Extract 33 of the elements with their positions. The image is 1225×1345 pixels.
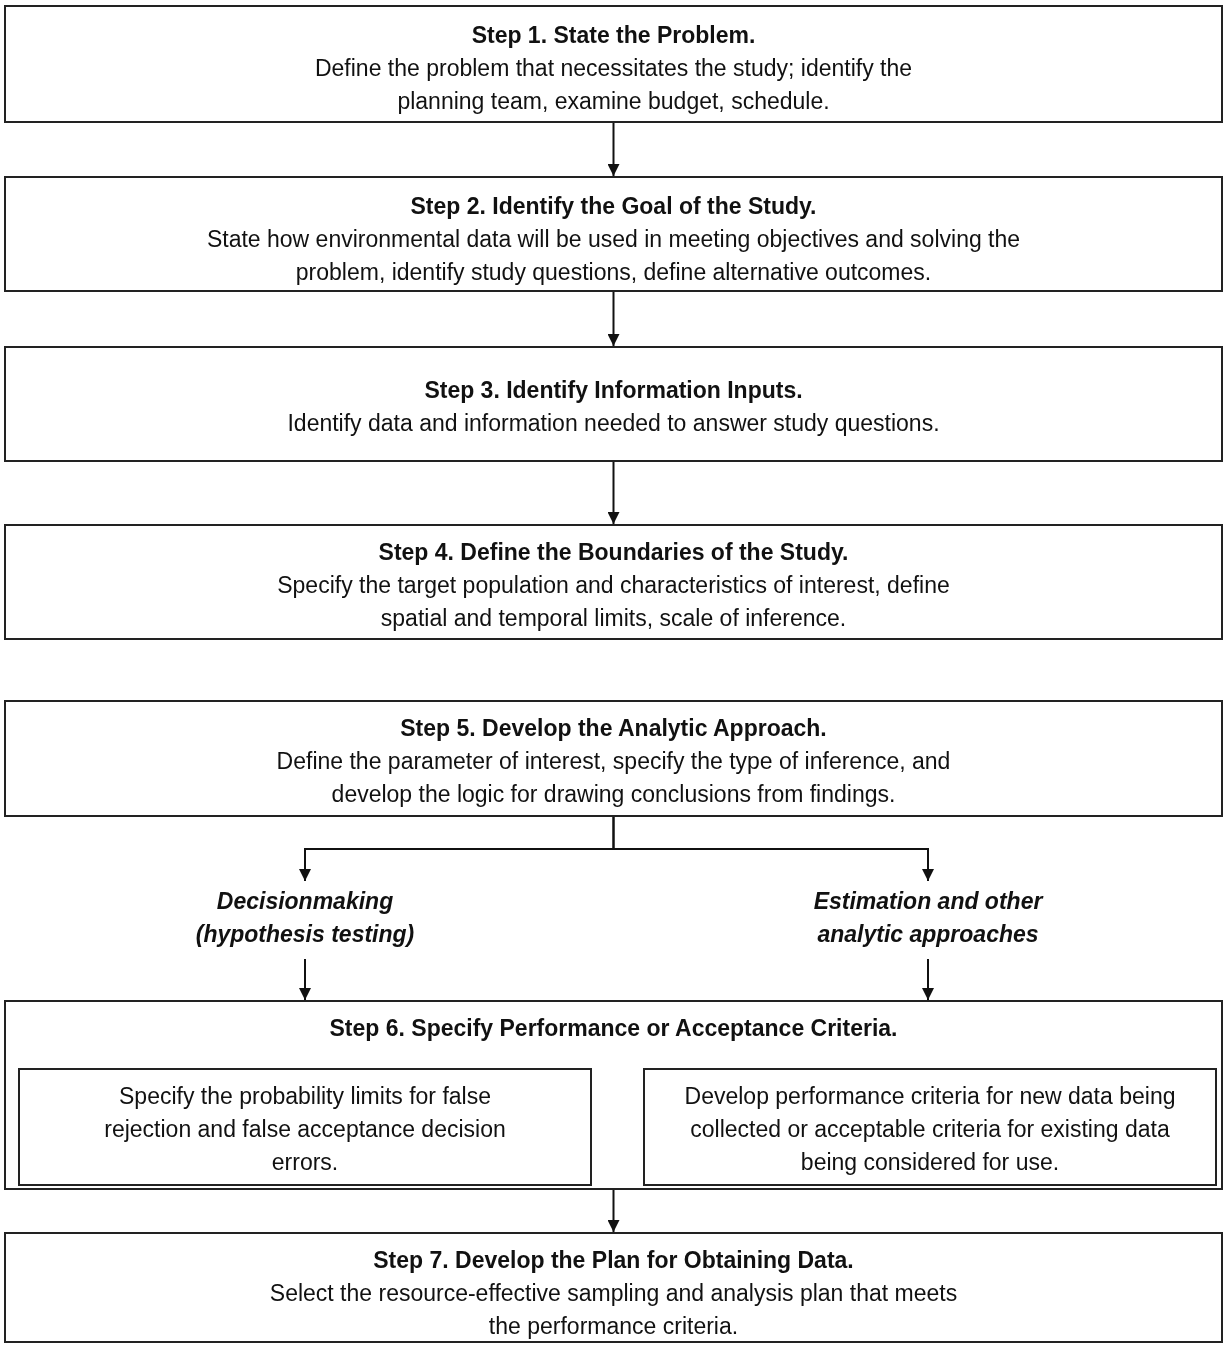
arrow (607, 1189, 620, 1233)
step-description: Define the problem that necessitates the study; identify the planning team, examine budget, schedule. (313, 54, 914, 116)
step-description: Specify the target population and characteristics of interest, define spatial and temporal limits, scale of inference. (276, 571, 951, 633)
step-description: Specify the probability limits for false rejection and false acceptance decision errors. (103, 1082, 507, 1177)
step-description: Select the resource-effective sampling and analysis plan that meets the performance criteria. (268, 1279, 959, 1341)
branch-label: Estimation and other analytic approaches (812, 887, 1045, 949)
step-heading: Step 7. Develop the Plan for Obtaining Data. (373, 1246, 854, 1275)
branch-label: Decisionmaking (hypothesis testing) (194, 887, 416, 949)
step-heading: Step 6. Specify Performance or Acceptance Criteria. (329, 1014, 898, 1043)
process-box (643, 1068, 1217, 1186)
step-heading: Step 4. Define the Boundaries of the Study. (378, 538, 849, 567)
arrow (612, 816, 934, 882)
arrow (607, 461, 620, 525)
step-heading: Step 2. Identify the Goal of the Study. (410, 192, 817, 221)
step-description: Define the parameter of interest, specify the type of inference, and develop the logic for drawing conclusions from findings. (275, 747, 952, 809)
arrow (607, 122, 620, 177)
process-box (18, 1068, 592, 1186)
process-box (4, 176, 1223, 292)
arrow (607, 291, 620, 347)
process-box (4, 346, 1223, 462)
process-box (4, 5, 1223, 123)
process-box (4, 1000, 1223, 1190)
step-description: Identify data and information needed to answer study questions. (287, 409, 940, 438)
step-heading: Step 3. Identify Information Inputs. (424, 376, 803, 405)
process-box (4, 700, 1223, 817)
step-description: State how environmental data will be used in meeting objectives and solving the problem, identify study questions, define alternative outcomes. (205, 225, 1022, 287)
process-box (4, 1232, 1223, 1343)
step-heading: Step 1. State the Problem. (471, 21, 756, 50)
arrow (299, 958, 311, 1001)
arrow (922, 958, 934, 1001)
step-heading: Step 5. Develop the Analytic Approach. (400, 714, 827, 743)
step-description: Develop performance criteria for new data being collected or acceptable criteria for existing data being considered for use. (683, 1082, 1177, 1177)
process-box (4, 524, 1223, 640)
